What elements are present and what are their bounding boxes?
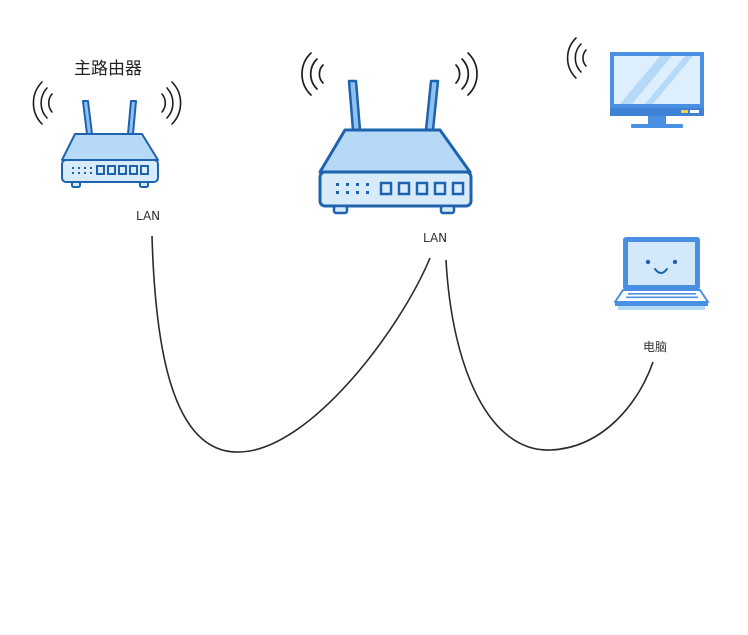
cable-router-to-laptop — [445, 259, 654, 451]
laptop-icon — [614, 237, 709, 310]
main-router-icon — [32, 81, 182, 188]
wifi-signal-icon — [161, 81, 182, 125]
wifi-signal-icon — [301, 52, 324, 96]
wifi-signal-icon — [455, 52, 478, 96]
wifi-signal-icon — [566, 37, 587, 79]
monitor-icon — [566, 37, 704, 128]
lan-label-main-router: LAN — [136, 209, 161, 223]
lan-label-router: LAN — [423, 231, 448, 245]
cable-main-router-to-router — [151, 235, 431, 453]
wifi-signal-icon — [32, 81, 53, 125]
router-icon — [301, 52, 478, 215]
main-router-label: 主路由器 — [74, 59, 142, 79]
computer-label: 电脑 — [643, 340, 668, 354]
